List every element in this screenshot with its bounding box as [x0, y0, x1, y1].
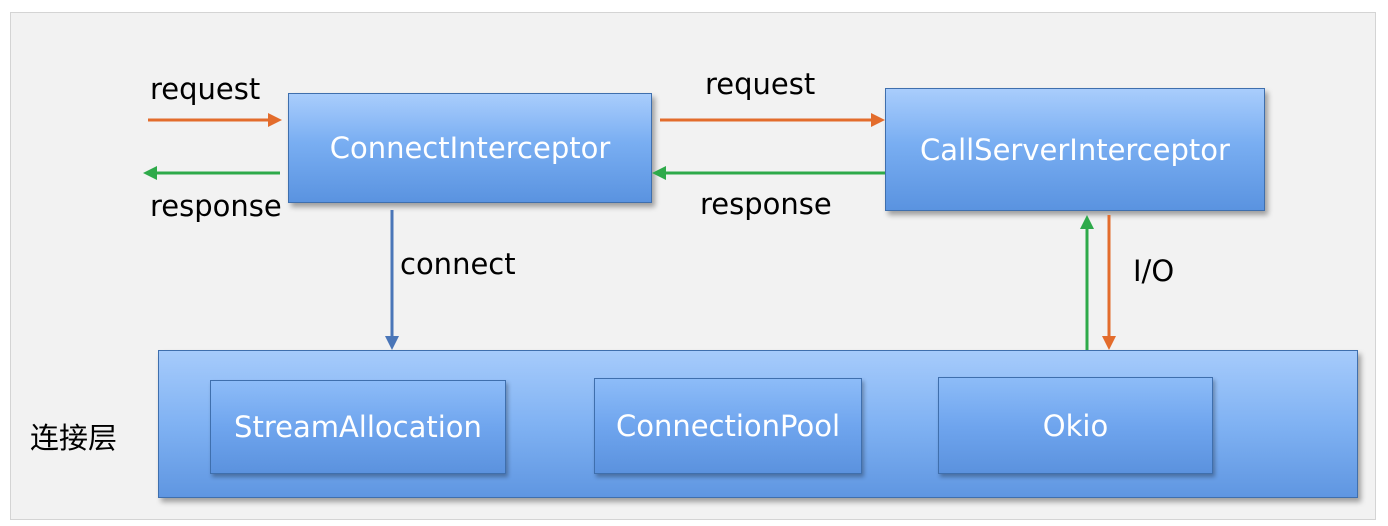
connect-interceptor-label: ConnectInterceptor	[329, 131, 611, 165]
response-mid-label: response	[700, 187, 832, 221]
request-in-label: request	[150, 72, 261, 106]
stream-allocation-label: StreamAllocation	[234, 410, 482, 444]
stream-allocation-box: StreamAllocation	[210, 380, 506, 474]
okio-box: Okio	[938, 377, 1213, 474]
connection-pool-label: ConnectionPool	[615, 409, 841, 443]
connection-layer-label: 连接层	[30, 421, 118, 455]
connect-arrow	[385, 210, 399, 350]
okio-label: Okio	[1042, 408, 1109, 443]
connection-pool-box: ConnectionPool	[594, 378, 862, 474]
io-up-arrow	[1080, 215, 1094, 350]
response-mid-arrow	[652, 166, 885, 180]
request-mid-label: request	[705, 67, 816, 101]
io-label: I/O	[1133, 254, 1175, 288]
request-mid-arrow	[660, 113, 885, 127]
call-server-interceptor-label: CallServerInterceptor	[920, 132, 1230, 167]
connect-label: connect	[400, 247, 516, 281]
request-in-arrow	[148, 113, 282, 127]
call-server-interceptor-box: CallServerInterceptor	[885, 88, 1265, 211]
connect-interceptor-box: ConnectInterceptor	[288, 93, 652, 203]
response-out-arrow	[143, 166, 280, 180]
response-out-label: response	[150, 189, 282, 223]
io-down-arrow	[1102, 215, 1116, 350]
